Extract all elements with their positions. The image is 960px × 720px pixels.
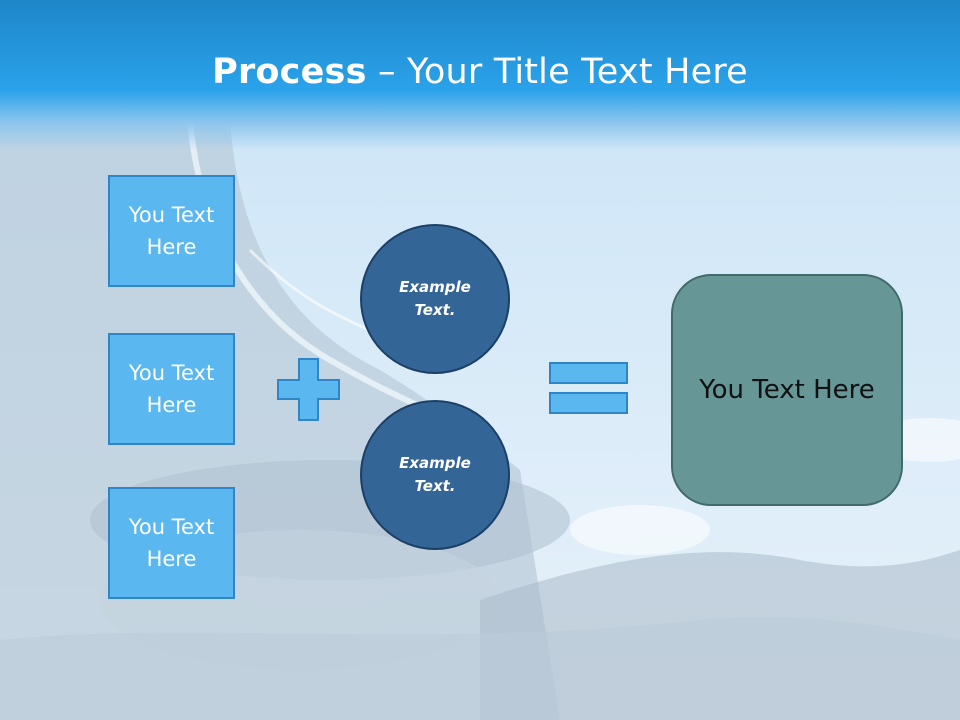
- example-circle-1-label: Example Text.: [399, 278, 471, 319]
- example-circle-1: Example Text.: [360, 224, 510, 374]
- text-box-1-label: You Text Here: [128, 203, 215, 259]
- result-box: You Text Here: [671, 274, 903, 506]
- title-bar: [0, 0, 960, 150]
- equals-icon: [549, 362, 628, 414]
- plus-icon: [277, 358, 340, 421]
- title-rest: – Your Title Text Here: [366, 52, 748, 92]
- result-box-label: You Text Here: [699, 375, 875, 405]
- example-circle-2: Example Text.: [360, 400, 510, 550]
- example-circle-2-label: Example Text.: [399, 454, 471, 495]
- text-box-3-label: You Text Here: [128, 515, 215, 571]
- text-box-2-label: You Text Here: [128, 361, 215, 417]
- text-box-1: You Text Here: [108, 175, 235, 287]
- text-box-3: You Text Here: [108, 487, 235, 599]
- title-bold: Process: [212, 52, 367, 92]
- slide-title: Process – Your Title Text Here: [0, 52, 960, 92]
- text-box-2: You Text Here: [108, 333, 235, 445]
